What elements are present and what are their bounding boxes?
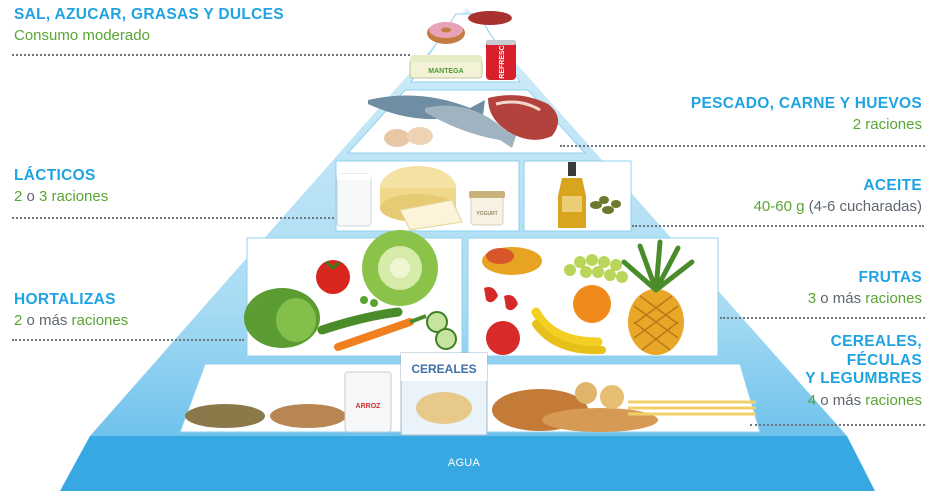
butter-tub-icon: MANTEGA: [410, 55, 482, 78]
label-water: AGUA: [0, 457, 928, 469]
label-dairy-title: LÁCTICOS: [14, 168, 108, 184]
label-cereals-title-3: Y LEGUMBRES: [805, 371, 922, 387]
label-dairy-n1: 2: [14, 188, 22, 205]
label-oil-detail: (4-6 cucharadas): [809, 198, 922, 215]
label-vegetables-n: 2: [14, 312, 22, 329]
tomato-icon: [316, 260, 350, 294]
leader-line-cereals: [750, 424, 925, 426]
label-fruits-n: 3: [808, 290, 816, 307]
cereal-box-icon: CEREALES: [401, 353, 487, 435]
label-vegetables-omas: o más: [27, 312, 68, 329]
soda-label: REFRESC: [499, 45, 506, 78]
label-fruits-title: FRUTAS: [808, 270, 922, 286]
label-protein-unit: raciones: [865, 116, 922, 133]
soda-can-icon: REFRESC: [486, 40, 516, 80]
label-dairy-portions: 2 o 3 raciones: [14, 189, 108, 204]
label-sweets-sub: Consumo moderado: [14, 28, 284, 43]
label-oil: ACEITE 40-60 g (4-6 cucharadas): [754, 178, 922, 214]
yogurt-label: YOGURT: [476, 211, 497, 217]
label-protein-title: PESCADO, CARNE Y HUEVOS: [691, 96, 922, 112]
leader-line-dairy: [12, 217, 334, 219]
label-cereals-title-2: FÉCULAS: [805, 353, 922, 369]
label-fruits-portions: 3 o más raciones: [808, 291, 922, 306]
label-oil-amount: 40-60 g: [754, 198, 805, 215]
label-fruits: FRUTAS 3 o más raciones: [808, 270, 922, 306]
label-vegetables-portions: 2 o más raciones: [14, 313, 128, 328]
label-oil-amount-line: 40-60 g (4-6 cucharadas): [754, 199, 922, 214]
label-cereals-title-1: CEREALES,: [805, 334, 922, 350]
label-dairy-n2: 3: [39, 188, 47, 205]
label-cereals-omas: o más: [820, 392, 861, 409]
lentils-icon: [185, 404, 265, 428]
label-cereals: CEREALES, FÉCULAS Y LEGUMBRES 4 o más ra…: [805, 334, 922, 408]
label-protein-portions: 2 raciones: [691, 117, 922, 132]
yogurt-jar-icon: YOGURT: [469, 191, 505, 225]
cereal-box-label: CEREALES: [411, 362, 476, 376]
apple-icon: [486, 321, 520, 355]
butter-label: MANTEGA: [428, 68, 463, 75]
cabbage-icon: [362, 230, 438, 306]
meat-steak-icon: [468, 11, 512, 25]
label-cereals-unit: raciones: [865, 392, 922, 409]
label-cereals-n: 4: [808, 392, 816, 409]
label-dairy: LÁCTICOS 2 o 3 raciones: [14, 168, 108, 204]
leader-line-fruits: [720, 317, 925, 319]
leader-line-protein: [560, 145, 925, 147]
label-protein-count: 2: [853, 116, 861, 133]
milk-glass-icon: [337, 174, 371, 226]
leader-line-oil: [632, 225, 924, 227]
label-fruits-unit: raciones: [865, 290, 922, 307]
label-sweets: SAL, AZUCAR, GRASAS Y DULCES Consumo mod…: [14, 7, 284, 43]
rice-bag-icon: ARROZ: [345, 372, 391, 432]
label-vegetables-unit: raciones: [72, 312, 129, 329]
rice-label: ARROZ: [356, 403, 382, 410]
label-sweets-title: SAL, AZUCAR, GRASAS Y DULCES: [14, 7, 284, 23]
label-cereals-portions: 4 o más raciones: [805, 393, 922, 408]
label-dairy-o: o: [27, 188, 35, 205]
label-dairy-unit: raciones: [52, 188, 109, 205]
label-vegetables-title: HORTALIZAS: [14, 292, 128, 308]
label-vegetables: HORTALIZAS 2 o más raciones: [14, 292, 128, 328]
lettuce-icon: [244, 288, 320, 348]
label-fruits-omas: o más: [820, 290, 861, 307]
label-protein: PESCADO, CARNE Y HUEVOS 2 raciones: [691, 96, 922, 132]
leader-line-vegetables: [12, 339, 244, 341]
orange-icon: [573, 285, 611, 323]
label-oil-title: ACEITE: [754, 178, 922, 194]
mango-icon: [482, 247, 542, 275]
donut-icon: [427, 22, 465, 44]
leader-line-sweets: [12, 54, 410, 56]
chickpeas-icon: [270, 404, 346, 428]
